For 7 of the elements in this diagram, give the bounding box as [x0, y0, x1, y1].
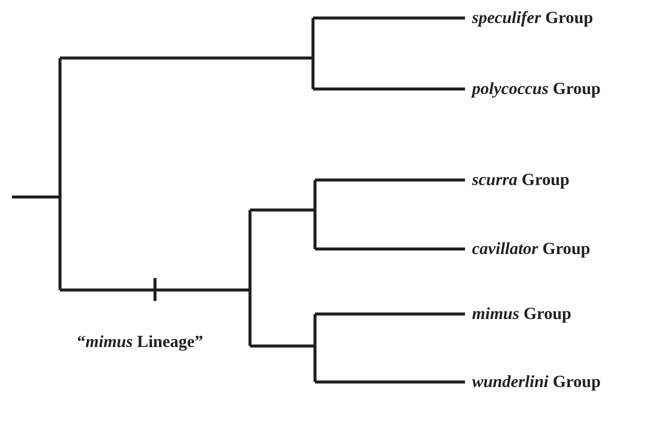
taxon-label: mimus Group	[472, 304, 572, 324]
taxon-label: polycoccus Group	[472, 79, 601, 99]
taxon-label: scurra Group	[472, 170, 570, 190]
taxon-label: wunderlini Group	[472, 372, 601, 392]
taxon-label: cavillator Group	[472, 239, 590, 259]
taxon-label: speculifer Group	[472, 8, 594, 28]
lineage-label: “mimus Lineage”	[77, 332, 204, 352]
